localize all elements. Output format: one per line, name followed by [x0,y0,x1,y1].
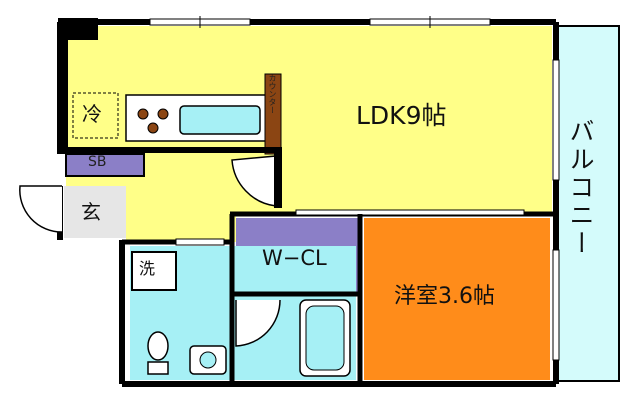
toilet-bowl [147,331,169,361]
walk-in-closet-label: W−CL [262,246,327,270]
counter-label: カウンター [268,74,277,114]
toilet-tank [147,361,169,375]
washer-space [131,251,177,291]
refrigerator-label: 冷 [82,102,102,126]
bathtub-inner [305,305,345,371]
ldk-label: LDK9帖 [356,101,447,130]
ldk-door-block [274,150,282,208]
left-wall-block [60,40,68,154]
shoe-box-label: SB [88,154,107,170]
ldk-door-swing [231,155,277,207]
counter-bar [264,73,282,155]
stove-burner-2 [157,108,169,120]
stove-burner-1 [137,108,149,120]
wet-area-door-gap [175,238,225,246]
shoe-box-outline [65,153,145,177]
washbasin-bowl [199,351,217,369]
entrance-door-swing [19,185,63,233]
shoe-box-area [66,154,144,176]
kitchen-sink [179,105,261,135]
window-right-ldk [552,59,560,181]
western-room-label: 洋室3.6帖 [394,284,495,309]
washer-label: 洗 [139,259,156,278]
washroom-door-swing [235,299,281,347]
balcony-label: バルコニー [566,118,595,258]
western-room-area [364,218,550,380]
balcony-area [558,26,618,380]
stove-burner-3 [147,122,159,134]
entrance-area [64,186,126,238]
corner-pillar [58,18,98,40]
interior-sliding-door [295,209,525,216]
fridge-space [72,92,119,139]
entrance-label: 玄 [81,200,101,224]
window-right-room [552,249,560,361]
